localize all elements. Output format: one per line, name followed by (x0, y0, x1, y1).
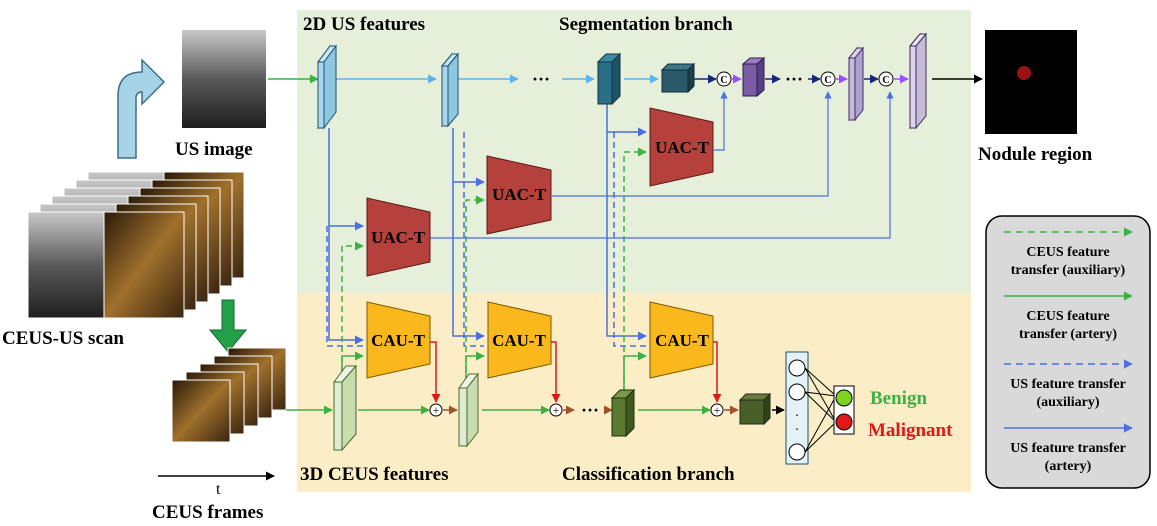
legend-text-4b: (artery) (1045, 459, 1092, 474)
us-image (182, 30, 266, 128)
ceus-feature-map-1 (333, 364, 358, 452)
svg-text:C: C (882, 75, 889, 86)
ceus-frames-label: CEUS frames (152, 502, 263, 523)
concat-node-1: C (716, 71, 732, 87)
ceus-us-scan-stack (27, 171, 245, 319)
ellipsis-bottom: ··· (581, 400, 599, 420)
legend-text-2a: CEUS feature (1026, 309, 1109, 324)
svg-text:+: + (553, 403, 560, 417)
decoder-map-3 (908, 32, 928, 130)
uac-t-block-3 (649, 107, 714, 187)
legend-text-3a: US feature transfer (1010, 377, 1126, 392)
uac-t-label-3: UAC-T (655, 138, 709, 157)
us-image-label: US image (175, 139, 253, 160)
malignant-node (835, 413, 853, 431)
ellipsis-top: ··· (532, 69, 550, 89)
svg-text:C: C (824, 75, 831, 86)
cau-t-label-1: CAU-T (371, 331, 425, 350)
nodule-region-label: Nodule region (978, 144, 1093, 165)
svg-text:·: · (795, 409, 800, 424)
cau-t-block-1 (366, 301, 431, 379)
svg-text:+: + (714, 403, 721, 417)
curved-up-arrow (117, 58, 166, 159)
nodule-image (985, 30, 1077, 134)
add-node-1: + (429, 403, 443, 417)
legend-box: CEUS feature transfer (auxiliary) CEUS f… (985, 215, 1151, 489)
uac-t-label-2: UAC-T (492, 185, 546, 204)
concat-node-3: C (878, 71, 894, 87)
ellipsis-decoder: ··· (785, 69, 803, 89)
legend-text-3b: (auxiliary) (1037, 395, 1100, 410)
benign-node (835, 389, 853, 407)
benign-label: Benign (870, 388, 927, 409)
add-node-3: + (710, 403, 724, 417)
fc-classifier: · · (785, 351, 855, 465)
legend-text-1b: transfer (auxiliary) (1011, 263, 1126, 278)
us-feature-cube (596, 52, 622, 106)
bottleneck-cube (660, 62, 696, 94)
segmentation-branch-label: Segmentation branch (559, 14, 733, 35)
us-features-label: 2D US features (303, 14, 425, 35)
ceus-frames-stack (171, 347, 287, 443)
concat-node-2: C (820, 71, 836, 87)
cau-t-label-2: CAU-T (492, 331, 546, 350)
classification-branch-label: Classification branch (562, 464, 735, 485)
cau-t-block-3 (649, 301, 714, 379)
ceus-bottleneck-cube (738, 392, 772, 426)
uac-t-block-2 (486, 155, 552, 235)
legend-text-4a: US feature transfer (1010, 441, 1126, 456)
legend-text-2b: transfer (artery) (1019, 327, 1117, 342)
add-node-2: + (549, 403, 563, 417)
decoder-cube-1 (741, 56, 766, 98)
legend-text-1a: CEUS feature (1026, 245, 1109, 260)
svg-text:+: + (433, 403, 440, 417)
down-arrow (208, 299, 248, 353)
cau-t-label-3: CAU-T (655, 331, 709, 350)
svg-text:C: C (720, 75, 727, 86)
ceus-features-label: 3D CEUS features (300, 464, 448, 485)
ceus-us-scan-label: CEUS-US scan (2, 328, 124, 349)
cau-t-block-2 (487, 301, 552, 379)
nodule-blob (1017, 66, 1031, 80)
malignant-label: Malignant (868, 420, 953, 441)
svg-text:·: · (795, 423, 800, 438)
decoder-map-2 (847, 46, 865, 122)
ceus-feature-map-2 (458, 372, 480, 448)
ceus-feature-cube (610, 388, 636, 438)
uac-t-label-1: UAC-T (371, 228, 425, 247)
uac-t-block-1 (366, 197, 431, 277)
time-axis-label: t (216, 481, 221, 498)
